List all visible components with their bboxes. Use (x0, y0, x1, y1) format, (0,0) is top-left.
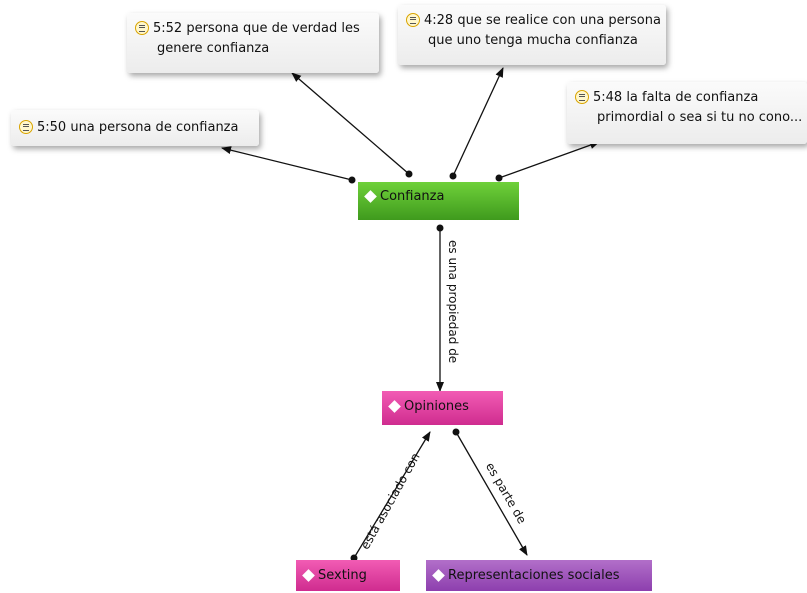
link-opiniones-representaciones (455, 431, 528, 556)
quotation-icon (135, 21, 149, 35)
link-confianza-q552 (291, 72, 410, 175)
link-dot (495, 174, 503, 182)
quote-line: 4:28 que se realice con una persona (406, 11, 661, 31)
code-node-opiniones[interactable]: Opiniones (382, 391, 503, 425)
link-dot (350, 554, 358, 562)
link-dot (449, 172, 457, 180)
link-dot (452, 428, 460, 436)
link-confianza-q550 (221, 146, 353, 181)
quote-node-5-52[interactable]: 5:52 persona que de verdad les genere co… (127, 13, 379, 73)
quote-line: genere confianza (157, 41, 270, 56)
quote-node-5-48[interactable]: 5:48 la falta de confianza primordial o … (567, 82, 807, 144)
code-label: Sexting (318, 568, 367, 583)
quote-node-4-28[interactable]: 4:28 que se realice con una persona que … (398, 5, 666, 65)
quote-line: 5:50 una persona de confianza (19, 116, 249, 140)
quote-line: 5:48 la falta de confianza (575, 88, 797, 108)
quote-text: 5:52 persona que de verdad les (153, 21, 360, 36)
code-node-sexting[interactable]: Sexting (296, 560, 400, 591)
quote-text: 4:28 que se realice con una persona (424, 13, 661, 28)
relation-label-es-una-propiedad-de: es una propiedad de (446, 240, 460, 364)
code-diamond-icon (388, 400, 401, 413)
code-node-representaciones-sociales[interactable]: Representaciones sociales (426, 560, 652, 591)
link-confianza-q428 (452, 67, 504, 177)
quotation-icon (575, 90, 589, 104)
quotation-icon (19, 120, 33, 134)
link-confianza-q548 (498, 141, 600, 179)
link-dot (405, 170, 413, 178)
code-diamond-icon (432, 569, 445, 582)
quote-line: 5:52 persona que de verdad les (135, 19, 369, 39)
quote-text: 5:48 la falta de confianza (593, 90, 759, 105)
link-dot (436, 224, 444, 232)
code-node-confianza[interactable]: Confianza (358, 182, 519, 220)
code-diamond-icon (302, 569, 315, 582)
quote-line: que uno tenga mucha confianza (428, 33, 638, 48)
code-label: Confianza (380, 189, 445, 204)
link-dot (348, 176, 356, 184)
quote-text: 5:50 una persona de confianza (37, 120, 239, 135)
code-label: Representaciones sociales (448, 568, 620, 583)
quotation-icon (406, 13, 420, 27)
code-label: Opiniones (404, 399, 469, 414)
code-diamond-icon (364, 190, 377, 203)
quote-node-5-50[interactable]: 5:50 una persona de confianza (11, 110, 259, 146)
link-sexting-opiniones (353, 431, 431, 559)
quote-line: primordial o sea si tu no cono... (597, 110, 803, 125)
